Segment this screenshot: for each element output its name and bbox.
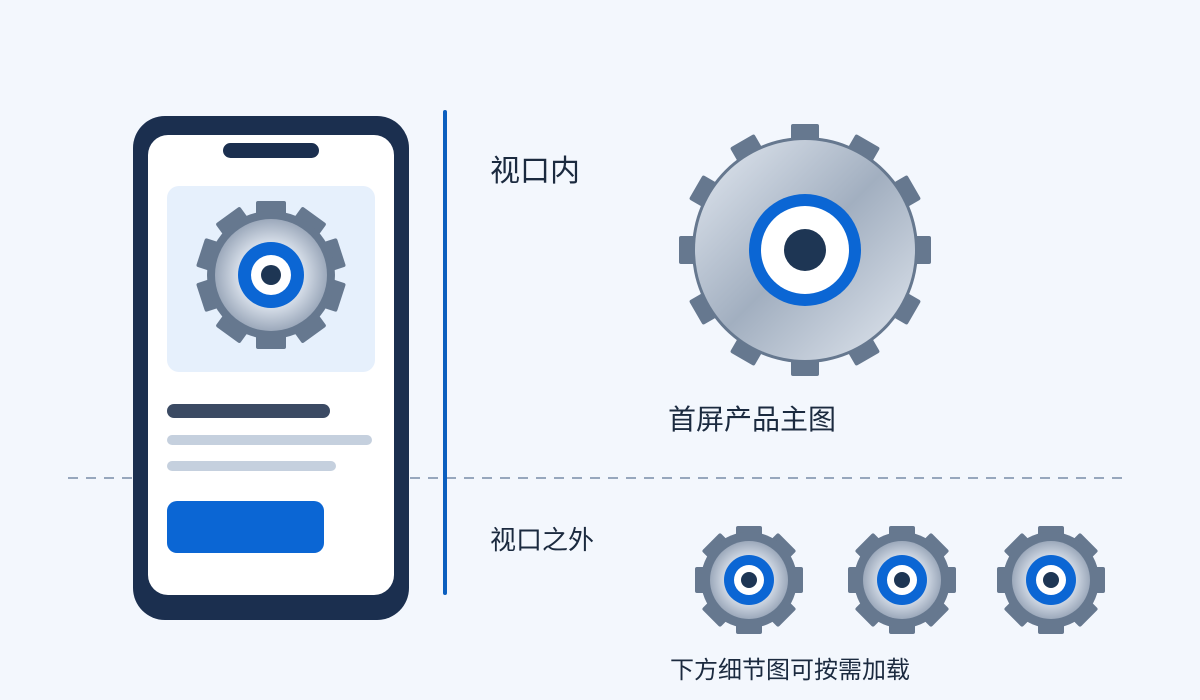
- phone-speaker: [223, 143, 319, 158]
- phone-mockup: [133, 116, 409, 620]
- hero-gear-icon: [679, 124, 931, 376]
- phone-gear-icon: [196, 201, 346, 349]
- detail-images-caption: 下方细节图可按需加载: [670, 656, 910, 684]
- buy-button: [167, 501, 324, 553]
- detail-gear-icon-1: [695, 526, 803, 634]
- inside-viewport-label: 视口内: [490, 154, 580, 189]
- text-skeleton-line-1: [167, 435, 372, 445]
- outside-viewport-label: 视口之外: [490, 526, 595, 556]
- hero-image-caption: 首屏产品主图: [668, 403, 837, 436]
- title-skeleton: [167, 404, 330, 418]
- detail-gear-icon-2: [848, 526, 956, 634]
- text-skeleton-line-2: [167, 461, 336, 471]
- detail-gear-icon-3: [997, 526, 1105, 634]
